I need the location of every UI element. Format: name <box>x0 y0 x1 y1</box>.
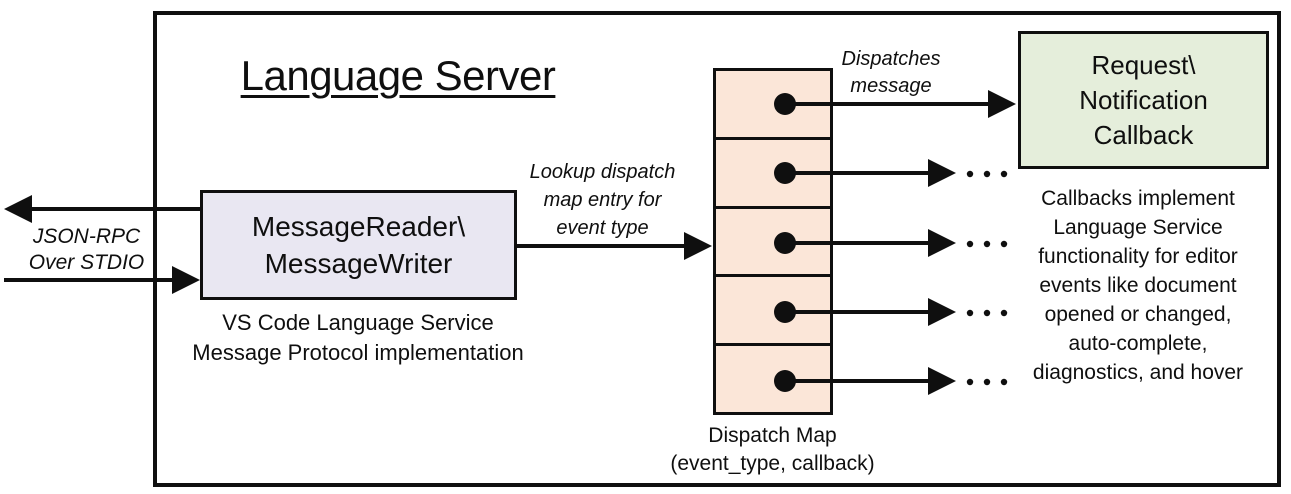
message-reader-writer-node: MessageReader\ MessageWriter <box>200 190 517 300</box>
message-reader-caption: VS Code Language Service Message Protoco… <box>192 310 524 365</box>
dispatch-map-node <box>713 68 833 415</box>
diagram-title: Language Server <box>240 52 556 99</box>
stdio-out-arrowhead-icon <box>4 195 32 223</box>
dispatch-map-cell <box>716 71 830 137</box>
dispatch-map-cell <box>716 274 830 343</box>
dispatch-map-cell <box>716 205 830 275</box>
dispatch-map-cell <box>716 343 830 412</box>
callback-label: Request\ Notification Callback <box>1079 49 1208 150</box>
callback-caption: Callbacks implement Language Service fun… <box>1032 187 1244 384</box>
message-reader-writer-label: MessageReader\ MessageWriter <box>251 211 466 279</box>
dispatch-map-caption: Dispatch Map (event_type, callback) <box>670 424 875 475</box>
callback-node: Request\ Notification Callback <box>1018 31 1269 169</box>
json-rpc-label: JSON-RPC Over STDIO <box>28 225 145 274</box>
lookup-dispatch-label: Lookup dispatch map entry for event type <box>529 161 676 239</box>
dispatches-message-label: Dispatches message <box>841 48 941 97</box>
dispatch-map-cell <box>716 136 830 206</box>
